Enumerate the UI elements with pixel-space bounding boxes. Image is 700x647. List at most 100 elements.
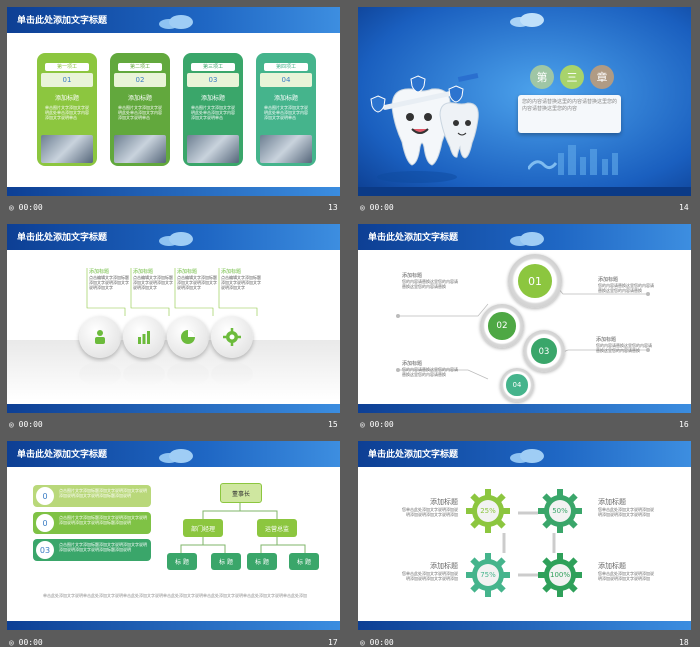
item-pointer-line	[130, 268, 170, 316]
gear-widget[interactable]: 50%	[538, 489, 582, 533]
gear-head: 添加标题	[430, 498, 458, 506]
gear-widget[interactable]: 75%	[466, 553, 510, 597]
step-card[interactable]: 第三项工 03 添加标题 单击图片文字添加文字说明此处单击添加文字内容添加文字说…	[183, 53, 243, 166]
gear-percent: 25%	[480, 507, 496, 515]
step-ring[interactable]: 01	[508, 254, 562, 308]
card-photo	[187, 135, 239, 163]
gear-icon	[223, 328, 241, 346]
icon-circle[interactable]	[167, 316, 209, 358]
slide-number-15: 15	[328, 420, 338, 429]
slide-17[interactable]: 单击此处添加文字标题 0 点击图片文字添加标题添加文字说明添加文字说明添加说明添…	[7, 441, 340, 630]
item-body: 点击编辑文字添加标题添加文字说明添加文字说明添加文字	[133, 275, 173, 290]
gear-note: 添加标题 您单击此处添加文字说明添加说明添加说明添加文字说明添加	[402, 497, 458, 517]
step-ring[interactable]: 02	[480, 304, 524, 348]
gear-note: 添加标题 您单击此处添加文字说明添加说明添加说明添加文字说明添加	[402, 561, 458, 581]
card-head: 添加标题	[54, 95, 79, 102]
text-bar[interactable]: 0 点击图片文字添加标题添加文字说明添加文字说明添加说明添加文字说明添加标题添加…	[33, 485, 151, 507]
slide-header: 单击此处添加文字标题	[7, 7, 340, 33]
org-node-top: 董事长	[220, 483, 262, 503]
item-text-block: 添加标题 点击编辑文字添加标题添加文字说明添加文字说明添加文字	[221, 268, 261, 290]
step-number: 04	[506, 374, 528, 396]
bar-text: 点击图片文字添加标题添加文字说明添加文字说明添加说明添加文字说明添加标题添加说明	[59, 488, 147, 498]
slide-13[interactable]: 单击此处添加文字标题 第一项工 01 添加标题 单击图片文字添加文字说明此处单击…	[7, 7, 340, 196]
note-body: 您的内容请替换这里您的内容请替换这里您的内容请替换	[596, 343, 652, 353]
slide-16[interactable]: 单击此处添加文字标题 01 02 03 04 添加标题 您的内容请替换这里您的内…	[358, 224, 691, 413]
step-card[interactable]: 第一项工 01 添加标题 单击图片文字添加文字说明此处单击添加文字内容添加文字说…	[37, 53, 97, 166]
org-leaf-2: 标 题	[211, 553, 241, 570]
char-text: 第	[536, 71, 548, 84]
slide-footer	[358, 404, 691, 413]
slide-15[interactable]: 单击此处添加文字标题 添加标题 点击编辑文字添加标题添加文字说明添加文字说明添加…	[7, 224, 340, 413]
bar-number: 0	[36, 487, 54, 505]
text-bar[interactable]: 03 点击图片文字添加标题添加文字说明添加文字说明添加说明添加文字说明添加标题添…	[33, 539, 151, 561]
item-text-block: 添加标题 点击编辑文字添加标题添加文字说明添加文字说明添加文字	[133, 268, 173, 290]
chapter-char-1: 第	[530, 65, 554, 89]
item-text-block: 添加标题 点击编辑文字添加标题添加文字说明添加文字说明添加文字	[177, 268, 217, 290]
time-text: 00:00	[18, 203, 43, 212]
slide-14[interactable]: 第 三 章 您的内容请替换这里的内容请替换这里您的内容请替换这里您的内容	[358, 7, 691, 196]
step-note: 添加标题 您的内容请替换这里您的内容请替换这里您的内容请替换	[402, 272, 460, 289]
person-icon	[95, 330, 105, 344]
item-head: 添加标题	[89, 269, 110, 275]
cloud-icon	[510, 449, 544, 463]
slide-title: 单击此处添加文字标题	[368, 233, 459, 243]
step-ring[interactable]: 03	[523, 330, 565, 372]
card-number: 02	[114, 73, 166, 87]
gear-percent: 100%	[549, 571, 570, 579]
step-card[interactable]: 第四项工 04 添加标题 单击图片文字添加文字说明此处单击添加文字内容添加文字说…	[256, 53, 316, 166]
gear-note: 添加标题 您单击此处添加文字说明添加说明添加说明添加文字说明添加	[598, 561, 654, 581]
note-body: 您的内容请替换这里您的内容请替换这里您的内容请替换	[598, 283, 654, 293]
org-node-mid-2: 运营总监	[257, 519, 297, 537]
gear-head: 添加标题	[430, 562, 458, 570]
icon-circle[interactable]	[79, 316, 121, 358]
card-number: 01	[41, 73, 93, 87]
gear-icon	[538, 553, 582, 597]
slide-number-13: 13	[328, 203, 338, 212]
cloud-icon	[510, 13, 544, 27]
step-ring[interactable]: 04	[500, 368, 534, 402]
icon-circle[interactable]	[211, 316, 253, 358]
slide-18[interactable]: 单击此处添加文字标题 25% 添加标题 您单击此处添加文字说明添加说明添加说明添…	[358, 441, 691, 630]
card-body: 单击图片文字添加文字说明此处单击添加文字内容添加文字说明单击	[191, 105, 235, 120]
note-head: 添加标题	[596, 337, 617, 343]
tooth-mascot-icon	[377, 72, 479, 183]
text-bar[interactable]: 0 点击图片文字添加标题添加文字说明添加文字说明添加说明添加文字说明添加标题添加…	[33, 512, 151, 534]
org-text: 标 题	[219, 559, 233, 566]
slide-number-14: 14	[679, 203, 689, 212]
org-leaf-3: 标 题	[247, 553, 277, 570]
gear-icon	[466, 489, 510, 533]
shield-icon	[370, 95, 386, 113]
bar-number: 03	[36, 541, 54, 559]
step-card[interactable]: 第二项工 02 添加标题 单击图片文字添加文字说明此处单击添加文字内容添加文字说…	[110, 53, 170, 166]
slide-time-14: ◎ 00:00	[360, 203, 394, 212]
chapter-char-3: 章	[590, 65, 614, 89]
chapter-desc-box: 您的内容请替换这里的内容请替换这里您的内容请替换这里您的内容	[518, 95, 621, 133]
note-head: 添加标题	[402, 361, 423, 367]
slide-title: 单击此处添加文字标题	[17, 16, 108, 26]
gear-head: 添加标题	[598, 562, 626, 570]
note-head: 添加标题	[598, 277, 619, 283]
shield-icon	[410, 75, 426, 93]
slide-header: 单击此处添加文字标题	[358, 224, 691, 250]
gear-widget[interactable]: 25%	[466, 489, 510, 533]
bar-text: 点击图片文字添加标题添加文字说明添加文字说明添加说明添加文字说明添加标题添加说明	[59, 542, 147, 552]
time-text: 00:00	[369, 420, 394, 429]
gear-icon	[466, 553, 510, 597]
item-pointer-line	[86, 268, 126, 316]
org-text: 董事长	[231, 490, 250, 498]
bar-number: 0	[36, 514, 54, 532]
card-head: 添加标题	[200, 95, 225, 102]
icon-circle[interactable]	[123, 316, 165, 358]
card-photo	[114, 135, 166, 163]
gear-head: 添加标题	[598, 498, 626, 506]
icon-reflection	[123, 362, 165, 386]
gear-widget[interactable]: 100%	[538, 553, 582, 597]
step-note: 添加标题 您的内容请替换这里您的内容请替换这里您的内容请替换	[598, 276, 656, 293]
card-tag: 第二项工	[118, 63, 162, 71]
card-head: 添加标题	[273, 95, 298, 102]
org-leaf-4: 标 题	[289, 553, 319, 570]
card-tag: 第一项工	[45, 63, 89, 71]
gear-body: 您单击此处添加文字说明添加说明添加说明添加文字说明添加	[402, 507, 458, 517]
org-chart-lines	[180, 501, 306, 553]
item-body: 点击编辑文字添加标题添加文字说明添加文字说明添加文字	[177, 275, 217, 290]
